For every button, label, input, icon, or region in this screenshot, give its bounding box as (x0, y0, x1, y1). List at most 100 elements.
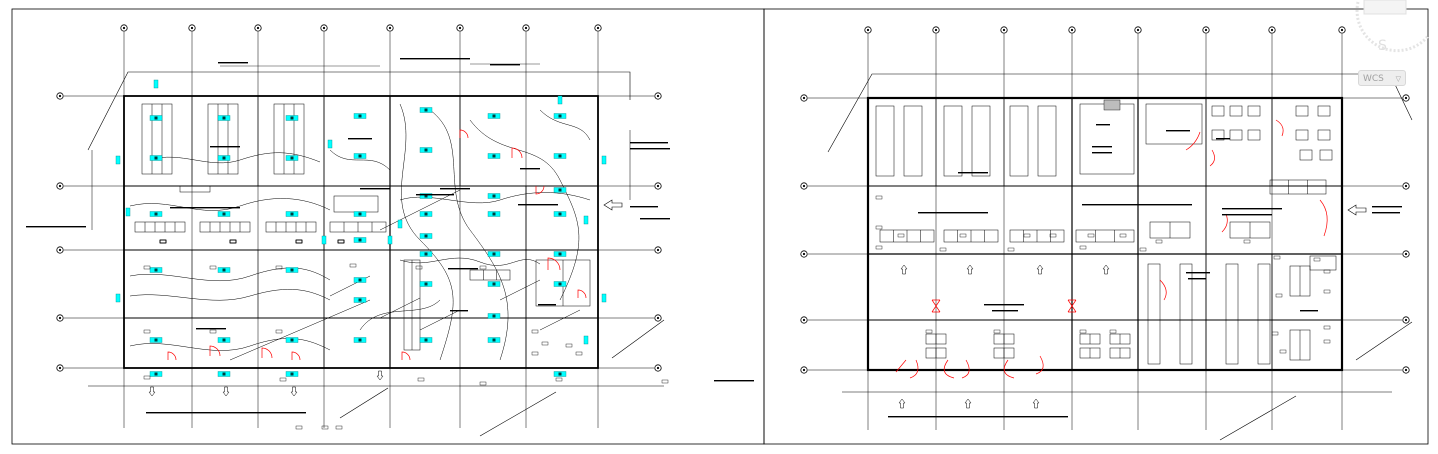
grid-bubbles-left (56, 24, 662, 372)
grid-bubble-icon (456, 24, 464, 32)
grid-bubble-icon (56, 246, 64, 254)
grid-bubble-icon (320, 24, 328, 32)
entry-arrow-icon (1032, 398, 1040, 409)
outlet-icon[interactable] (115, 155, 121, 165)
light-fixture-icon[interactable] (419, 233, 433, 239)
light-fixture-icon[interactable] (285, 211, 299, 217)
light-fixture-icon[interactable] (553, 187, 567, 193)
light-fixture-icon[interactable] (149, 211, 163, 217)
annotation-text-left (26, 58, 754, 430)
light-fixture-icon[interactable] (285, 267, 299, 273)
light-fixture-icon[interactable] (553, 113, 567, 119)
architectural-floor-plan[interactable] (800, 26, 1413, 441)
outlet-icon[interactable] (115, 293, 121, 303)
light-fixture-icon[interactable] (553, 251, 567, 257)
light-fixture-icon[interactable] (419, 337, 433, 343)
grid-bubble-icon (800, 316, 808, 324)
light-fixture-icon[interactable] (553, 371, 567, 377)
light-fixture-icon[interactable] (553, 211, 567, 217)
grid-bubble-icon (800, 250, 808, 258)
outlet-icon[interactable] (583, 335, 589, 345)
light-fixture-icon[interactable] (353, 277, 367, 283)
outlet-icon[interactable] (125, 207, 131, 217)
light-fixture-icon[interactable] (285, 337, 299, 343)
light-fixture-icon[interactable] (285, 155, 299, 161)
light-fixture-icon[interactable] (487, 193, 501, 199)
grid-bubble-icon (188, 24, 196, 32)
light-fixture-icon[interactable] (419, 107, 433, 113)
compass-icon[interactable]: S (1378, 38, 1387, 54)
outlet-icon[interactable] (601, 293, 607, 303)
grid-bubble-icon (386, 24, 394, 32)
light-fixture-icon[interactable] (217, 371, 231, 377)
light-fixture-icon[interactable] (217, 155, 231, 161)
light-fixture-icon[interactable] (353, 337, 367, 343)
light-fixture-icon[interactable] (419, 193, 433, 199)
light-fixture-icon[interactable] (217, 267, 231, 273)
grid-bubble-icon (56, 364, 64, 372)
light-fixture-icon[interactable] (149, 115, 163, 121)
light-fixture-icon[interactable] (149, 267, 163, 273)
light-fixture-icon[interactable] (553, 281, 567, 287)
outlet-icon[interactable] (583, 215, 589, 225)
grid-bubble-icon (654, 364, 662, 372)
light-fixture-icon[interactable] (419, 281, 433, 287)
light-fixture-icon[interactable] (285, 115, 299, 121)
light-fixture-icon[interactable] (353, 211, 367, 217)
outlet-icon[interactable] (601, 155, 607, 165)
grid-bubble-icon (1268, 26, 1276, 34)
light-fixture-icon[interactable] (419, 147, 433, 153)
door-swings-left (167, 129, 587, 361)
electrical-floor-plan[interactable] (26, 24, 754, 437)
viewcube-icon[interactable]: S (1338, 0, 1438, 90)
light-fixture-icon[interactable] (149, 371, 163, 377)
light-fixture-icon[interactable] (217, 337, 231, 343)
entry-arrow-icon (376, 370, 384, 381)
door-swings-right (895, 119, 1328, 379)
light-fixture-icon[interactable] (353, 237, 367, 243)
light-fixture-icon[interactable] (553, 153, 567, 159)
grid-bubble-icon (1134, 26, 1142, 34)
grid-bubble-icon (254, 24, 262, 32)
grid-bubbles-right (800, 26, 1410, 374)
grid-bubble-icon (1402, 250, 1410, 258)
light-fixture-icon[interactable] (487, 337, 501, 343)
grid-bubble-icon (864, 26, 872, 34)
column-marker-icon (1067, 299, 1077, 313)
light-fixture-icon[interactable] (353, 297, 367, 303)
light-fixture-icon[interactable] (217, 115, 231, 121)
entry-arrow-icon (222, 386, 230, 397)
light-fixtures[interactable] (115, 79, 607, 377)
outlet-icon[interactable] (557, 95, 563, 105)
light-fixture-icon[interactable] (419, 211, 433, 217)
sheet-frames (11, 8, 1429, 445)
light-fixture-icon[interactable] (419, 251, 433, 257)
light-fixture-icon[interactable] (149, 155, 163, 161)
entry-arrow-icon (1102, 264, 1110, 275)
lab-benches-right (875, 99, 1337, 365)
outlet-icon[interactable] (387, 235, 393, 245)
lab-benches-left (134, 103, 591, 351)
entry-arrow-icon (290, 386, 298, 397)
outlet-icon[interactable] (397, 219, 403, 229)
grid-bubble-icon (1000, 26, 1008, 34)
light-fixture-icon[interactable] (487, 113, 501, 119)
outlet-icon[interactable] (327, 139, 333, 149)
light-fixture-icon[interactable] (487, 281, 501, 287)
light-fixture-icon[interactable] (353, 153, 367, 159)
light-fixture-icon[interactable] (487, 251, 501, 257)
grid-bubble-icon (932, 26, 940, 34)
light-fixture-icon[interactable] (285, 371, 299, 377)
outlet-icon[interactable] (321, 235, 327, 245)
light-fixture-icon[interactable] (353, 113, 367, 119)
light-fixture-icon[interactable] (487, 153, 501, 159)
light-fixture-icon[interactable] (149, 337, 163, 343)
grid-bubble-icon (654, 314, 662, 322)
light-fixture-icon[interactable] (487, 313, 501, 319)
wcs-menu-button[interactable]: WCS ▽ (1358, 70, 1406, 86)
light-fixture-icon[interactable] (487, 211, 501, 217)
outlet-icon[interactable] (153, 79, 159, 89)
grid-bubble-icon (1338, 26, 1346, 34)
light-fixture-icon[interactable] (217, 211, 231, 217)
